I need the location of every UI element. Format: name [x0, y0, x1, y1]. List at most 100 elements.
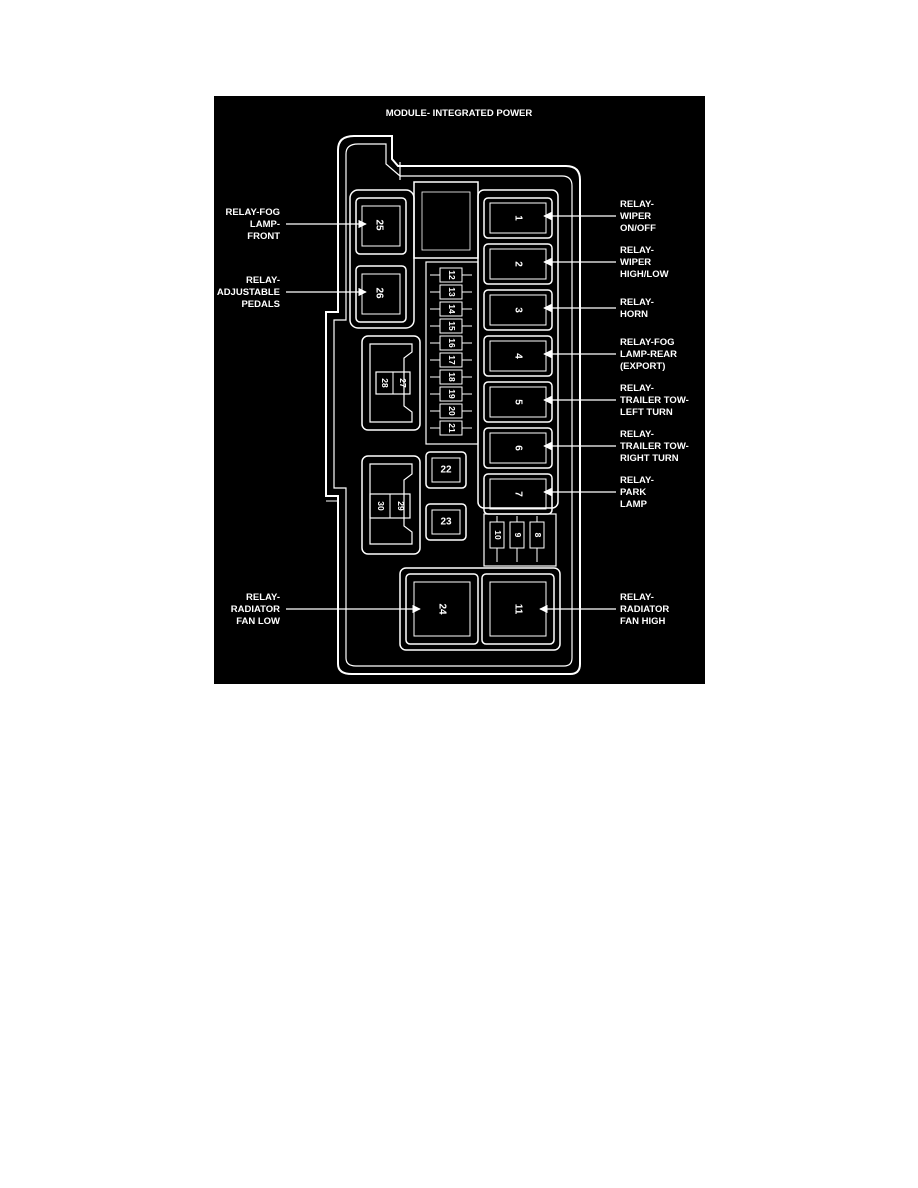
callout-relay-3: RELAY-HORN — [543, 297, 654, 320]
relay-number-26: 26 — [373, 287, 384, 299]
callout-labels: RELAY-WIPERON/OFFRELAY-WIPERHIGH/LOWRELA… — [217, 199, 689, 627]
relay-number-1: 1 — [512, 215, 523, 221]
cartridge-fuse-upper: 28 27 — [361, 335, 421, 431]
relay-1: 1 — [483, 197, 553, 239]
relay-4: 4 — [483, 335, 553, 377]
callout-label-line: ADJUSTABLE — [217, 287, 280, 298]
fuse-number-17: 17 — [447, 355, 457, 365]
cartridge-fuse-lower: 30 29 — [361, 455, 421, 555]
relay-number-4: 4 — [512, 353, 523, 359]
connector-block — [413, 181, 479, 259]
callout-label-line: PARK — [620, 487, 646, 498]
fuse-number-12: 12 — [447, 270, 457, 280]
relay-number-2: 2 — [512, 261, 523, 267]
callout-label-line: RELAY- — [620, 245, 654, 256]
callout-label-line: TRAILER TOW- — [620, 395, 689, 406]
mini-fuse-18: 18 — [430, 369, 472, 385]
callout-label-line: FRONT — [247, 231, 280, 242]
relay-block-bottom: 24 11 — [399, 567, 561, 651]
callout-label-line: HORN — [620, 309, 648, 320]
relay-column-right: 1 2 3 4 5 6 7 — [477, 189, 559, 515]
callout-relay-6: RELAY-TRAILER TOW-RIGHT TURN — [543, 429, 689, 464]
fuse-number-30: 30 — [376, 501, 386, 511]
callout-label-line: LAMP-REAR — [620, 349, 677, 360]
fuse-number-16: 16 — [447, 338, 457, 348]
callout-label-line: HIGH/LOW — [620, 269, 669, 280]
callout-label-line: FAN LOW — [236, 616, 280, 627]
fuse-number-15: 15 — [447, 321, 457, 331]
fuse-box-diagram: MODULE- INTEGRATED POWER 25 26 28 27 3 — [214, 96, 705, 684]
callout-label-line: RADIATOR — [231, 604, 280, 615]
mini-fuse-21: 21 — [430, 420, 472, 436]
callout-label-line: RELAY- — [620, 199, 654, 210]
callout-relay-5: RELAY-TRAILER TOW-LEFT TURN — [543, 383, 689, 418]
bottom-fuse-9: 9 — [509, 516, 525, 562]
relay-number-11: 11 — [512, 604, 523, 615]
callout-label-line: RIGHT TURN — [620, 453, 679, 464]
callout-label-line: PEDALS — [241, 299, 280, 310]
callout-label-line: RELAY- — [620, 383, 654, 394]
fuse-number-27: 27 — [398, 378, 408, 388]
callout-label-line: WIPER — [620, 257, 651, 268]
callout-label-line: FAN HIGH — [620, 616, 666, 627]
fuse-number-8: 8 — [533, 533, 543, 538]
mini-fuse-13: 13 — [430, 284, 472, 300]
bottom-fuse-8: 8 — [529, 516, 545, 562]
mini-fuse-12: 12 — [430, 267, 472, 283]
callout-label-line: TRAILER TOW- — [620, 441, 689, 452]
callout-label-line: RELAY- — [246, 275, 280, 286]
relay-number-25: 25 — [373, 219, 384, 231]
diagram-canvas: MODULE- INTEGRATED POWER 25 26 28 27 3 — [217, 108, 689, 675]
mini-fuse-15: 15 — [430, 318, 472, 334]
callout-label-line: LAMP — [620, 499, 648, 510]
callout-label-line: RELAY- — [246, 592, 280, 603]
mini-fuse-stack: 12 13 14 15 16 17 18 19 20 21 — [425, 261, 479, 445]
mini-fuse-14: 14 — [430, 301, 472, 317]
fuse-number-18: 18 — [447, 372, 457, 382]
callout-label-line: RELAY- — [620, 592, 654, 603]
fuse-number-13: 13 — [447, 287, 457, 297]
relay-3: 3 — [483, 289, 553, 331]
fuse-number-22: 22 — [440, 465, 452, 476]
callout-label-line: RELAY- — [620, 297, 654, 308]
mini-fuse-16: 16 — [430, 335, 472, 351]
callout-label-line: WIPER — [620, 211, 651, 222]
relay-block-left: 25 26 — [349, 189, 415, 329]
fuse-number-19: 19 — [447, 389, 457, 399]
bottom-fuses: 10 9 8 — [483, 513, 557, 567]
callout-label-line: RELAY-FOG — [225, 207, 280, 218]
mini-fuse-19: 19 — [430, 386, 472, 402]
relay-2: 2 — [483, 243, 553, 285]
relay-5: 5 — [483, 381, 553, 423]
fuse-number-21: 21 — [447, 423, 457, 433]
relay-number-5: 5 — [512, 399, 523, 405]
fuse-number-14: 14 — [447, 304, 457, 314]
relay-number-24: 24 — [436, 603, 447, 615]
relay-number-6: 6 — [512, 445, 523, 451]
callout-label-line: LEFT TURN — [620, 407, 673, 418]
fuse-number-20: 20 — [447, 406, 457, 416]
fuse-number-28: 28 — [380, 378, 390, 388]
callout-label-line: RELAY- — [620, 429, 654, 440]
fuse-number-29: 29 — [396, 501, 406, 511]
square-fuses: 22 23 — [425, 451, 467, 541]
relay-6: 6 — [483, 427, 553, 469]
fuse-number-9: 9 — [513, 533, 523, 538]
module-housing — [325, 135, 581, 675]
callout-label-line: ON/OFF — [620, 223, 656, 234]
relay-number-3: 3 — [512, 307, 523, 313]
mini-fuse-17: 17 — [430, 352, 472, 368]
mini-fuse-20: 20 — [430, 403, 472, 419]
diagram-title: MODULE- INTEGRATED POWER — [386, 108, 533, 119]
relay-number-7: 7 — [512, 491, 523, 497]
bottom-fuse-10: 10 — [489, 516, 505, 562]
fuse-number-10: 10 — [493, 530, 503, 540]
